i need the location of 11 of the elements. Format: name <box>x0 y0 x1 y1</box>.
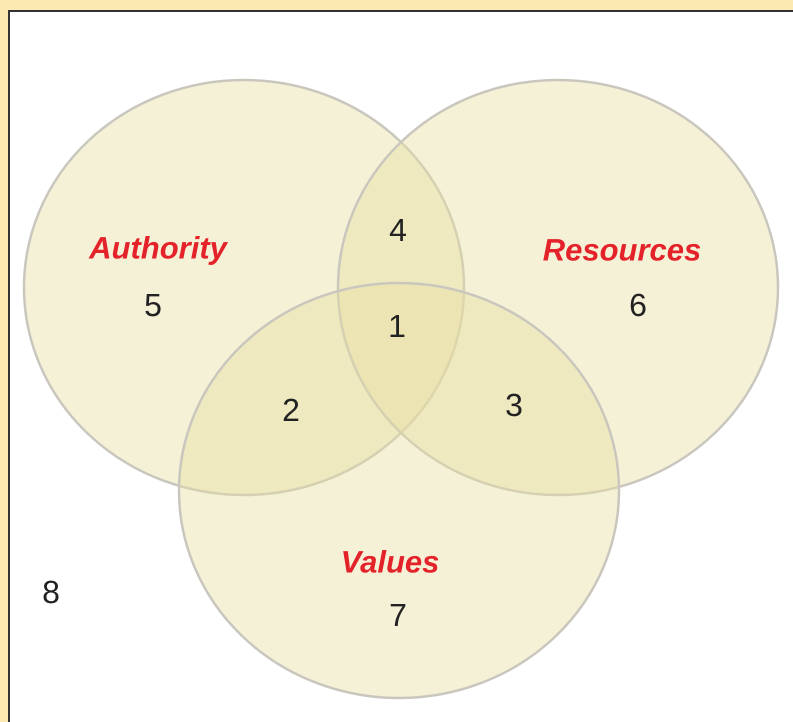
region-number: 8 <box>42 576 60 608</box>
region-number: 5 <box>144 289 162 321</box>
set-label: Authority <box>89 232 227 264</box>
region-number: 4 <box>389 214 407 246</box>
region-number: 7 <box>389 599 407 631</box>
region-number: 2 <box>282 394 300 426</box>
set-label: Resources <box>542 234 702 266</box>
region-number: 1 <box>388 310 406 342</box>
region-number: 6 <box>629 289 647 321</box>
set-label: Values <box>340 546 440 578</box>
region-number: 3 <box>505 389 523 421</box>
